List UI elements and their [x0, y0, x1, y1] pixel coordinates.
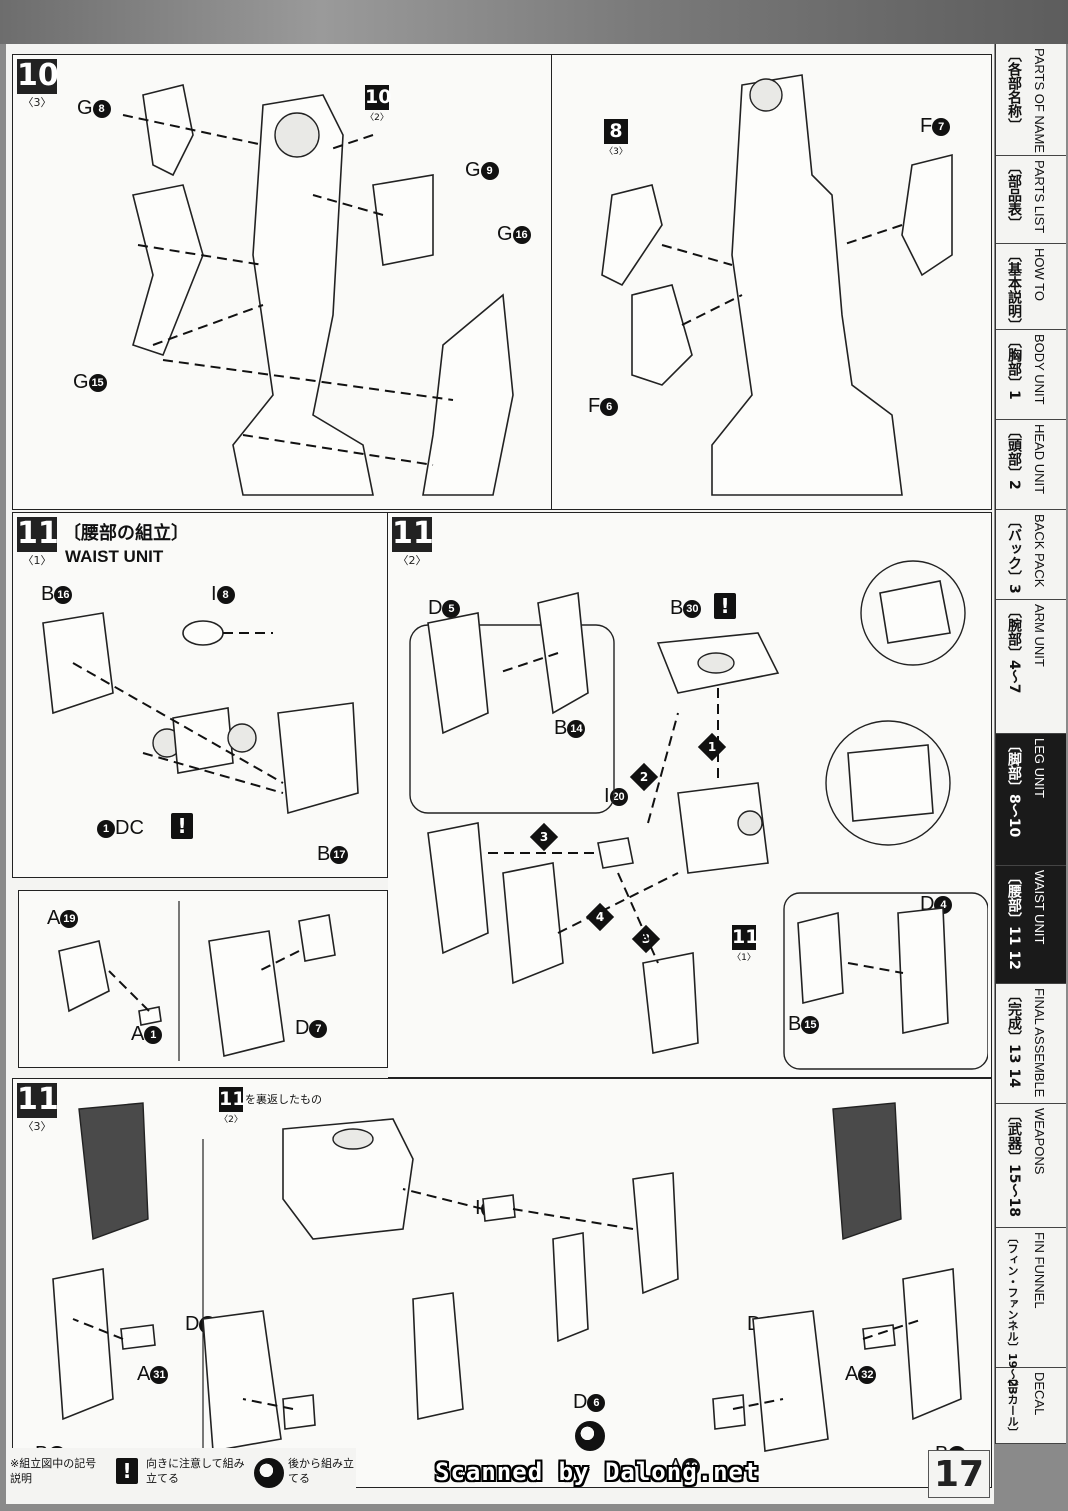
ref-sub: 〈2〉	[365, 109, 389, 123]
lower-leg-drawing	[601, 74, 953, 496]
scan-credit: Scanned by Dalong.net	[435, 1458, 760, 1486]
ref-number: 10	[365, 85, 392, 109]
page-number: 17	[928, 1450, 990, 1498]
step-sub: 〈2〉	[392, 551, 432, 568]
ref-sub: 〈3〉	[604, 143, 628, 157]
waist-block-drawing	[409, 560, 988, 1070]
caution-icon: !	[171, 813, 193, 839]
step-sub: 〈3〉	[17, 93, 57, 110]
sidebar-tab-decal[interactable]: 〔デカール〕DECAL	[996, 1368, 1066, 1444]
sidebar-tab-parts-of-name[interactable]: 〔各部名称〕PARTS OF NAME	[996, 44, 1066, 156]
caution-icon: !	[714, 593, 736, 619]
ref-note: を裏返したもの	[245, 1093, 322, 1106]
step-number: 11	[392, 516, 434, 551]
top-background-strip	[0, 0, 1068, 44]
panel-step-11-3: 11 〈3〉 11 〈2〉 を裏返したもの I20 D23 A31 B12 A1…	[12, 1078, 992, 1488]
assemble-later-icon	[254, 1458, 284, 1488]
sidebar-tab-parts-list[interactable]: 〔部品表〕PARTS LIST	[996, 156, 1066, 244]
ref-step-badge: 8 〈3〉	[604, 119, 628, 157]
d7-assembly-drawing	[58, 901, 336, 1061]
legend-item-later: 後から組み立てる	[288, 1457, 354, 1485]
step-sub: 〈3〉	[17, 1117, 57, 1134]
step-number: 11	[17, 516, 59, 551]
step-title-jp: 〔腰部の組立〕	[63, 523, 189, 544]
legend-item-caution: 向きに注意して組み立てる	[146, 1457, 245, 1485]
step-number: 10	[17, 58, 59, 93]
ref-step-badge: 11 〈1〉	[732, 925, 759, 963]
leg-assembly-drawing	[122, 84, 514, 496]
step-number: 11	[17, 1082, 59, 1117]
skirt-armor-drawing	[52, 1102, 962, 1479]
step-sub: 〈1〉	[17, 551, 57, 568]
sidebar-tab-how-to[interactable]: 〔基本説明〕HOW TO	[996, 244, 1066, 332]
ref-number: 8	[604, 119, 628, 143]
symbol-legend: ※組立図中の記号説明 ! 向きに注意して組み立てる 後から組み立てる	[6, 1448, 356, 1504]
legend-title: ※組立図中の記号説明	[10, 1457, 97, 1485]
ref-number: 11	[732, 925, 759, 949]
step-title-en: WAIST UNIT	[65, 547, 164, 566]
ref-sub: 〈1〉	[732, 949, 756, 963]
caution-icon: !	[116, 1458, 138, 1484]
assemble-later-icon	[575, 1421, 605, 1451]
sidebar-index: 〔各部名称〕PARTS OF NAME 〔部品表〕PARTS LIST 〔基本説…	[995, 44, 1066, 1444]
ref-number: 11	[219, 1087, 246, 1111]
ref-sub: 〈2〉	[219, 1111, 243, 1125]
ref-step-badge: 10 〈2〉	[365, 85, 392, 123]
ref-step-badge: 11 〈2〉	[219, 1087, 246, 1125]
waist-joint-drawing	[42, 612, 359, 815]
